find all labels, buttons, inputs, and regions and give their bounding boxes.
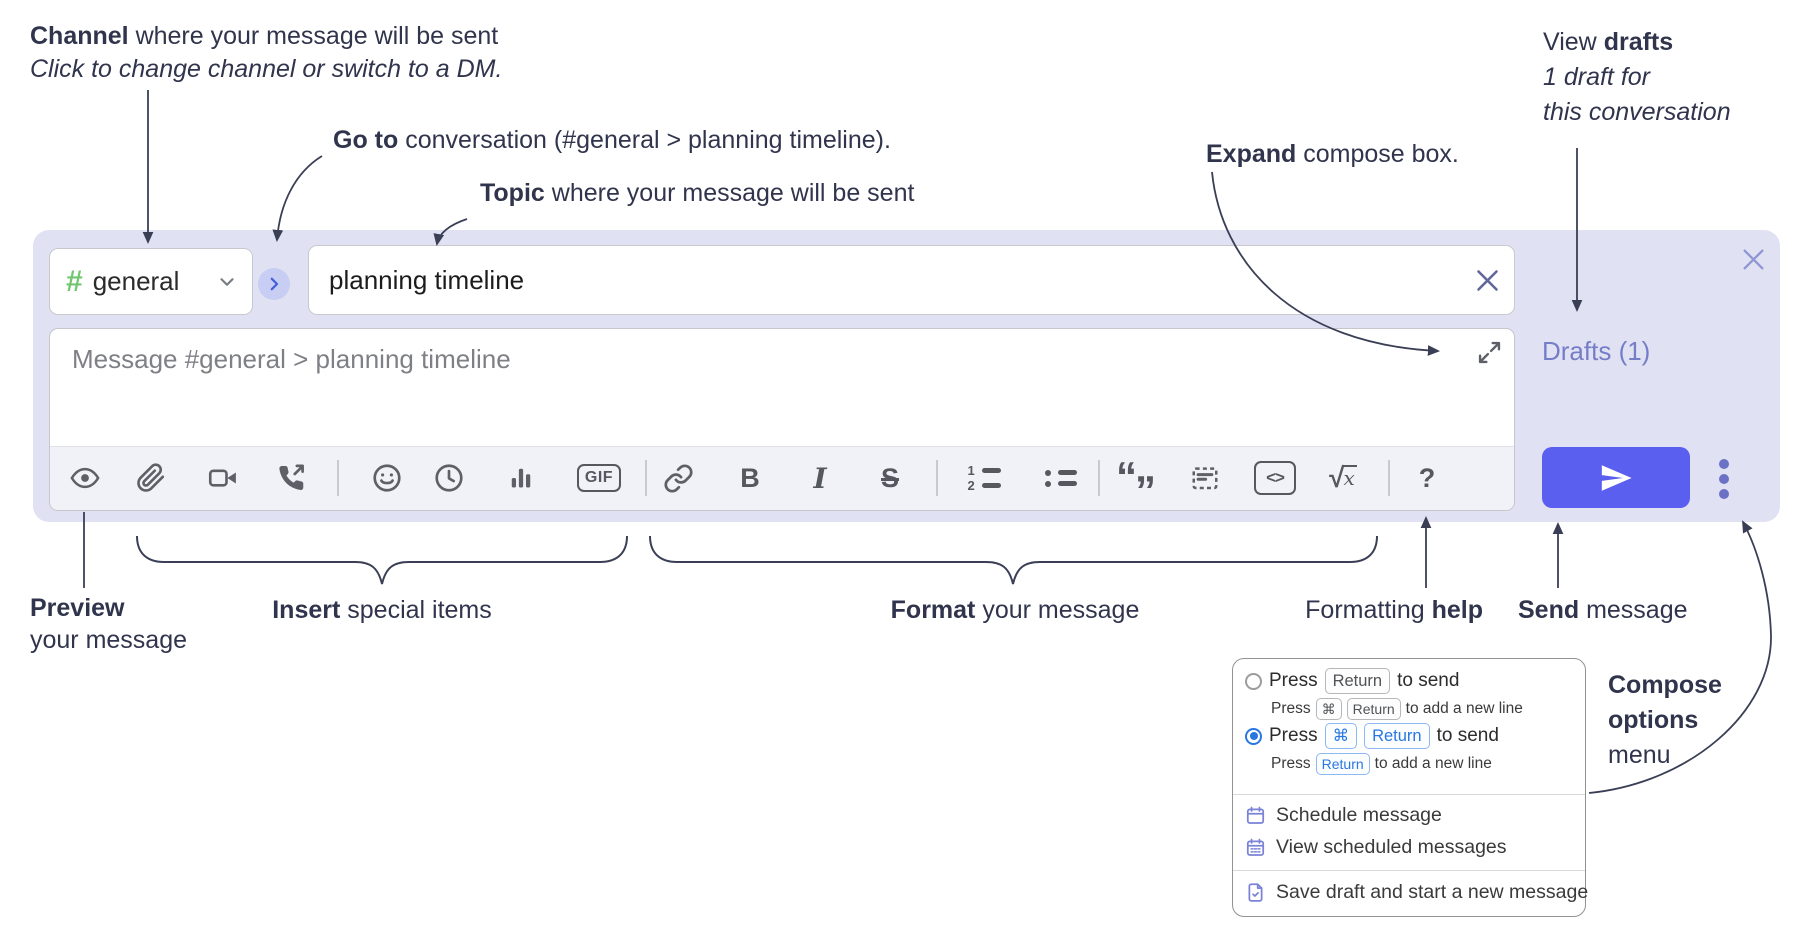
- menu-item-save-draft[interactable]: Save draft and start a new message: [1245, 881, 1588, 904]
- draft-check-icon: [1248, 883, 1263, 902]
- bulleted-list-icon[interactable]: [1037, 454, 1083, 502]
- channel-selector[interactable]: # general: [49, 248, 253, 315]
- compose-toolbar: GIF B I S 1 2: [50, 446, 1514, 514]
- annotation-send: Send message: [1518, 596, 1688, 624]
- send-option-return-sub: Press ⌘ Return to add a new line: [1271, 698, 1523, 720]
- annotation-goto: Go to conversation (#general > planning …: [333, 126, 891, 154]
- annotation-format: Format your message: [890, 596, 1140, 624]
- annotation-preview: Preview your message: [30, 594, 188, 654]
- send-plane-icon: [1601, 464, 1632, 491]
- toolbar-divider: [645, 460, 647, 496]
- annotation-topic: Topic where your message will be sent: [480, 179, 915, 207]
- send-button[interactable]: [1542, 447, 1690, 508]
- popup-divider: [1233, 870, 1585, 871]
- kbd-cmd: ⌘: [1315, 698, 1342, 720]
- emoji-icon[interactable]: [364, 454, 410, 502]
- toolbar-divider: [936, 460, 938, 496]
- popup-divider: [1233, 794, 1585, 795]
- annotation-expand: Expand compose box.: [1206, 140, 1459, 168]
- goto-conversation-button[interactable]: [258, 268, 290, 300]
- link-icon[interactable]: [655, 454, 701, 502]
- math-icon[interactable]: √ x: [1329, 462, 1357, 493]
- menu-item-schedule-message[interactable]: Schedule message: [1245, 804, 1442, 827]
- close-compose-icon[interactable]: [1741, 247, 1767, 273]
- compose-box: # general: [33, 230, 1780, 522]
- topic-input[interactable]: [309, 264, 1472, 296]
- expand-compose-icon[interactable]: [1476, 339, 1504, 367]
- message-area: GIF B I S 1 2: [49, 328, 1515, 514]
- menu-item-view-scheduled[interactable]: View scheduled messages: [1245, 836, 1507, 859]
- calendar-icon: [1246, 806, 1265, 824]
- quote-icon[interactable]: “ ”: [1116, 453, 1156, 514]
- italic-icon[interactable]: I: [813, 461, 827, 495]
- send-option-cmd-return-sub: Press Return to add a new line: [1271, 753, 1492, 775]
- send-option-return[interactable]: Press Return to send: [1245, 668, 1459, 694]
- poll-bar-chart-icon[interactable]: [498, 454, 544, 502]
- numbered-list-icon[interactable]: 1 2: [961, 454, 1007, 502]
- kbd-return: Return: [1346, 698, 1401, 720]
- bold-icon[interactable]: B: [740, 462, 760, 493]
- kbd-return: Return: [1364, 723, 1430, 749]
- channel-hash-icon: #: [66, 264, 83, 298]
- channel-name: general: [92, 266, 180, 296]
- chevron-down-icon: [220, 277, 234, 286]
- annotation-view-drafts: View drafts 1 draft for this conversatio…: [1543, 28, 1731, 126]
- topic-field: [308, 245, 1515, 315]
- calendar-grid-icon: [1246, 838, 1265, 856]
- radio-unselected[interactable]: [1245, 672, 1262, 690]
- compose-options-ellipsis-icon[interactable]: [1718, 458, 1730, 502]
- annotation-channel-rest: where your message will be sent: [128, 22, 499, 50]
- code-icon[interactable]: <>: [1252, 454, 1298, 502]
- paperclip-icon[interactable]: [128, 454, 174, 502]
- annotation-formatting-help: Formatting help: [1305, 596, 1483, 624]
- chevron-right-icon: [270, 277, 279, 291]
- kbd-cmd: ⌘: [1324, 723, 1358, 749]
- annotation-channel-bold: Channel: [30, 22, 129, 50]
- gif-icon[interactable]: GIF: [576, 454, 622, 502]
- radio-selected[interactable]: [1245, 727, 1262, 745]
- send-option-cmd-return[interactable]: Press ⌘ Return to send: [1245, 723, 1499, 749]
- drafts-link[interactable]: Drafts (1): [1542, 336, 1651, 366]
- compose-options-popup: Press Return to send Press ⌘ Return to a…: [1232, 658, 1588, 917]
- annotation-channel: Channel where your message will be sent …: [30, 20, 502, 86]
- formatting-help-icon[interactable]: ?: [1418, 462, 1436, 493]
- toolbar-divider: [1388, 460, 1390, 496]
- kbd-return: Return: [1315, 753, 1370, 775]
- message-input[interactable]: [70, 343, 1454, 376]
- insert-brace: [136, 535, 628, 585]
- kbd-return: Return: [1324, 668, 1391, 694]
- spoiler-icon[interactable]: [1182, 454, 1228, 502]
- preview-eye-icon[interactable]: [62, 454, 108, 502]
- audio-call-icon[interactable]: [268, 454, 314, 502]
- annotation-compose-options: Compose options menu: [1608, 671, 1722, 769]
- toolbar-divider: [1098, 460, 1100, 496]
- time-clock-icon[interactable]: [426, 454, 472, 502]
- annotation-channel-sub: Click to change channel or switch to a D…: [30, 55, 503, 83]
- clear-topic-icon[interactable]: [1472, 265, 1502, 295]
- toolbar-divider: [337, 460, 339, 496]
- goto-arrow: [272, 155, 323, 243]
- annotation-insert: Insert special items: [272, 596, 492, 624]
- video-call-icon[interactable]: [200, 454, 246, 502]
- strikethrough-icon[interactable]: S: [880, 462, 899, 493]
- format-brace: [649, 535, 1378, 585]
